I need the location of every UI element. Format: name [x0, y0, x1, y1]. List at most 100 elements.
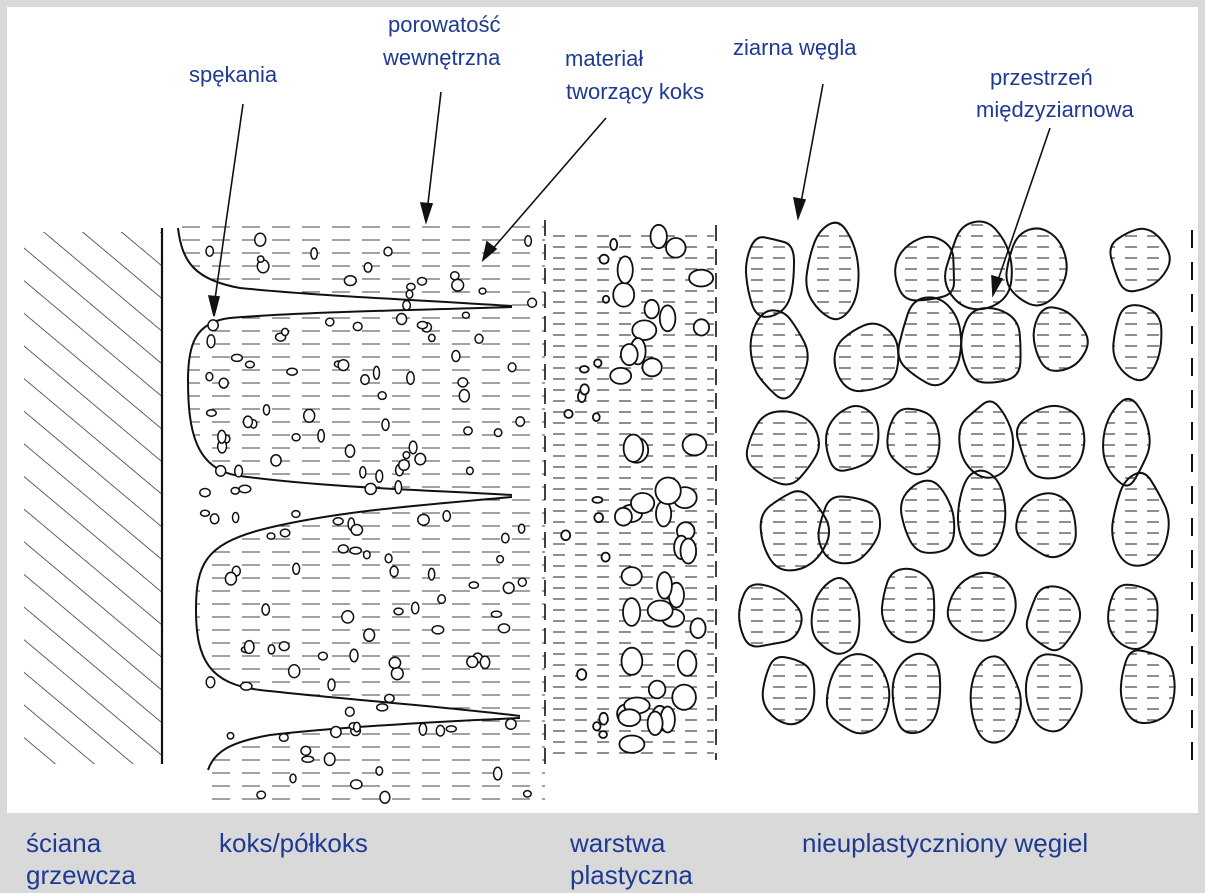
pore	[618, 709, 640, 726]
pore	[406, 290, 413, 298]
pore	[648, 712, 663, 736]
pore	[502, 533, 509, 542]
pore	[618, 256, 633, 283]
pore	[292, 511, 300, 518]
arrow-coal-grains	[794, 198, 805, 218]
pore	[304, 409, 315, 422]
pore	[395, 481, 402, 494]
pore	[458, 378, 468, 387]
pore	[690, 618, 705, 638]
pore	[344, 276, 356, 286]
pore	[227, 733, 233, 739]
label-porosity-line1: porowatość	[388, 12, 501, 38]
coal-grain	[826, 406, 878, 471]
pore	[271, 455, 281, 466]
coal-grain	[1108, 585, 1157, 649]
pore	[364, 629, 375, 641]
pore	[364, 263, 372, 272]
pore	[255, 233, 266, 246]
zone-heating-wall-line1: ściana	[26, 828, 101, 859]
pore	[201, 510, 210, 516]
pore	[293, 563, 300, 574]
pore	[210, 514, 219, 524]
pore	[594, 513, 603, 522]
pore	[219, 378, 228, 388]
pore	[438, 595, 446, 604]
pore	[655, 478, 680, 505]
pore	[683, 434, 707, 455]
pore	[462, 312, 469, 318]
coal-grain	[971, 656, 1021, 742]
pore	[376, 470, 383, 482]
pore	[503, 582, 514, 593]
pore	[443, 511, 450, 521]
pore	[564, 410, 572, 418]
label-coal-grains: ziarna węgla	[733, 35, 857, 61]
pore	[464, 427, 472, 435]
pore	[619, 736, 644, 753]
pore	[290, 774, 296, 783]
pore	[311, 248, 317, 259]
coal-grain	[1110, 229, 1169, 291]
pore	[258, 256, 264, 262]
zone-heating-wall-line2: grzewcza	[26, 860, 136, 891]
pore	[292, 434, 300, 441]
pore	[649, 681, 666, 699]
coal-grain	[806, 223, 858, 320]
pore	[561, 530, 570, 540]
pore	[207, 335, 215, 348]
pore	[233, 513, 239, 523]
pore	[380, 791, 390, 803]
pore	[319, 652, 328, 660]
pore	[622, 567, 642, 585]
pore	[239, 485, 251, 492]
pore	[364, 551, 371, 559]
pore	[267, 533, 275, 539]
coal-grain	[1112, 473, 1169, 566]
pore	[467, 467, 474, 474]
pore	[246, 361, 255, 368]
coal-grains-group	[739, 221, 1175, 742]
pore	[394, 608, 403, 615]
pore	[603, 296, 609, 303]
pore	[467, 656, 478, 667]
pore	[280, 529, 289, 537]
pore	[592, 497, 602, 503]
pore	[376, 767, 383, 775]
pore	[519, 524, 525, 533]
coal-grain	[746, 237, 794, 317]
zone-unplasticized-coal: nieuplastyczniony węgiel	[802, 828, 1088, 859]
pore	[599, 713, 608, 725]
coal-grain	[887, 409, 939, 475]
zone-plastic-layer-line2: plastyczna	[570, 860, 693, 891]
pore	[374, 366, 380, 379]
pore	[452, 279, 464, 291]
pore	[621, 344, 638, 365]
coal-grain	[945, 221, 1012, 309]
pore	[263, 405, 269, 415]
arrow-porosity	[421, 203, 432, 222]
pore	[651, 225, 667, 248]
pore	[497, 556, 504, 563]
pore	[689, 270, 713, 287]
pore	[645, 300, 659, 319]
coal-grain	[819, 496, 881, 563]
label-cracks: spękania	[189, 62, 277, 88]
pore	[241, 682, 252, 690]
coal-grain	[1016, 493, 1076, 557]
coal-grain	[827, 654, 889, 733]
pore	[419, 723, 426, 735]
pore	[600, 255, 609, 264]
pore	[351, 780, 362, 789]
pore	[429, 568, 435, 580]
pore	[491, 611, 501, 617]
coal-grain	[1113, 305, 1161, 380]
pore	[469, 582, 478, 588]
coal-grain	[959, 401, 1013, 477]
pore	[610, 368, 631, 384]
pore	[328, 679, 335, 691]
pore	[594, 359, 601, 367]
pore	[385, 694, 394, 702]
pore	[331, 727, 341, 738]
